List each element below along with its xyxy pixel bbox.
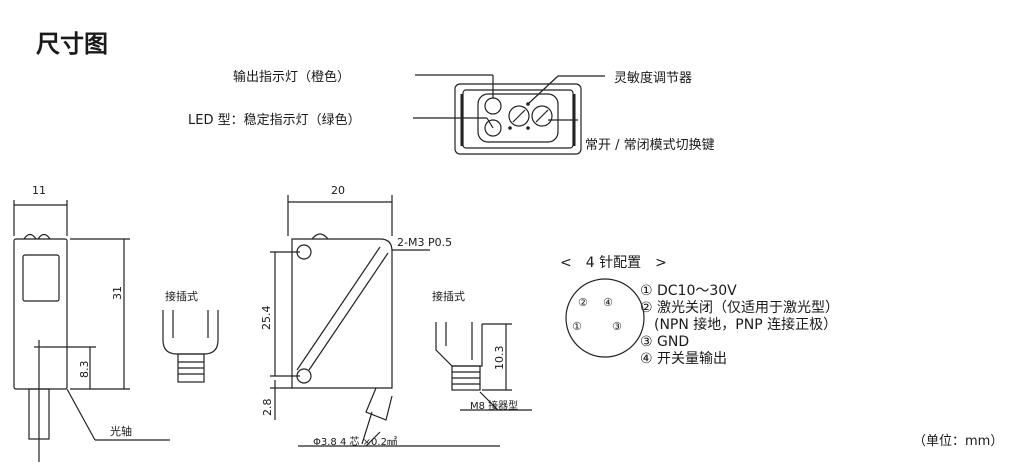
side-width-dim: 11: [32, 184, 46, 197]
pin-item: (NPN 接地，PNP 连接正极）: [640, 317, 838, 333]
pin-item: ② 激光关闭（仅适用于激光型）: [640, 300, 840, 316]
front-width-dim: 20: [331, 184, 345, 197]
hole-spacing-dim: 25.4: [260, 305, 273, 331]
front-connector: [435, 322, 483, 391]
pin-item: ③ GND: [640, 334, 690, 350]
connector-face: [565, 278, 645, 358]
bottom-offset-dim: 2.8: [261, 398, 274, 417]
side-connector: [162, 310, 219, 383]
sensitivity-adjuster-label: 灵敏度调节器: [614, 71, 693, 86]
connector-type-label: M8 接器型: [470, 401, 519, 412]
screw-spec-label: 2-M3 P0.5: [397, 236, 453, 249]
top-view-sensor: [454, 83, 582, 155]
output-indicator-label: 输出指示灯（橙色）: [233, 70, 351, 85]
cable-spec-label: Φ3.8 4 芯 ×0.2㎟: [313, 437, 397, 448]
stable-indicator-label: LED 型：稳定指示灯（绿色）: [188, 113, 361, 128]
pin-item: ④ 开关量输出: [640, 351, 728, 367]
pin-3-marker: ③: [612, 320, 622, 333]
optical-axis-label: 光轴: [110, 425, 132, 438]
pinout-heading: < 4 针配置 >: [560, 255, 667, 271]
pin-item: ① DC10～30V: [640, 283, 737, 299]
pin-2-marker: ②: [578, 296, 588, 309]
side-view-sensor: [13, 233, 68, 462]
axis-offset-dim: 8.3: [78, 360, 91, 379]
pin-1-marker: ①: [572, 320, 582, 333]
pin-4-marker: ④: [603, 296, 613, 309]
pinout-list: ① DC10～30V ② 激光关闭（仅适用于激光型） (NPN 接地，PNP 连…: [640, 283, 839, 368]
side-connector-label: 接插式: [165, 290, 198, 303]
front-connector-label: 接插式: [432, 290, 465, 303]
mode-switch-label: 常开 / 常闭模式切换键: [585, 138, 715, 153]
side-height-dim: 31: [111, 286, 124, 300]
unit-label: （单位：mm）: [913, 434, 1004, 449]
connector-height-dim: 10.3: [493, 345, 506, 371]
front-view-sensor: [291, 233, 393, 445]
page-title: 尺寸图: [36, 30, 108, 58]
